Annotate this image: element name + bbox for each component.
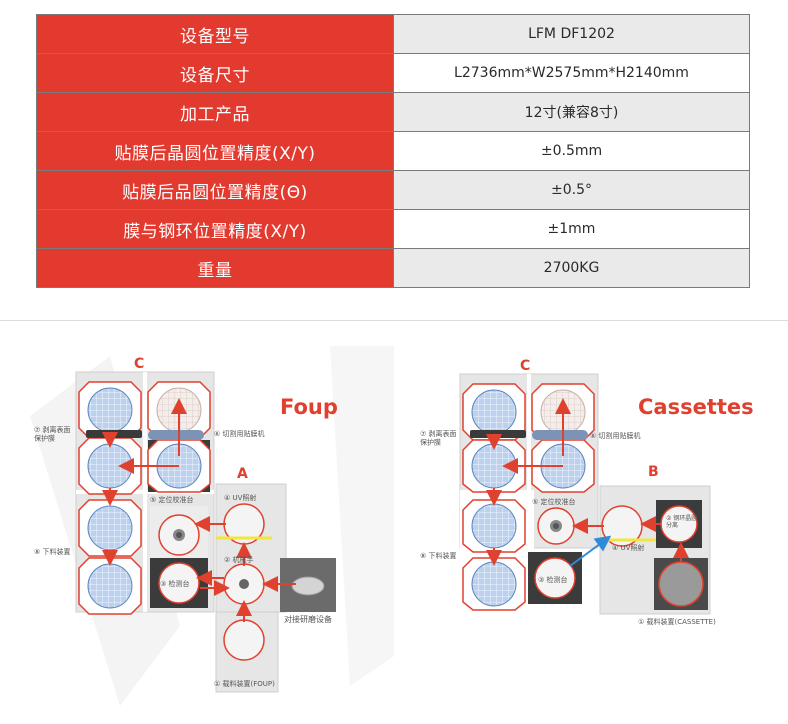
inspect-station	[528, 552, 582, 604]
load-station	[223, 619, 265, 661]
spec-value: ±0.5mm	[393, 131, 750, 171]
wafer-slot-peel-top	[462, 383, 526, 441]
align-station	[537, 507, 575, 545]
spec-value: ±1mm	[393, 209, 750, 249]
label-inspect: ③ 检测台	[538, 575, 568, 584]
diagram-title: Cassettes	[638, 395, 754, 419]
spec-row-ring-accuracy: 膜与钢环位置精度(X/Y) ±1mm	[36, 209, 750, 249]
spec-label: 贴膜后品圆位置精度(Θ)	[36, 170, 394, 210]
spec-row-model: 设备型号 LFM DF1202	[36, 14, 750, 54]
wafer-slot-peel-bottom	[462, 439, 526, 493]
wafer-slot-peel-top	[78, 381, 142, 439]
label-wafer-sep: ② 钢环晶圆分离	[666, 514, 697, 529]
label-load: ① 载料装置(CASSETTE)	[638, 617, 716, 626]
spec-value: ±0.5°	[393, 170, 750, 210]
spec-label: 膜与钢环位置精度(X/Y)	[36, 209, 394, 249]
zone-c-label: C	[134, 356, 144, 372]
spec-label: 加工产品	[36, 92, 394, 132]
spec-table: 设备型号 LFM DF1202 设备尺寸 L2736mm*W2575mm*H21…	[36, 14, 750, 288]
flow-arrow-blue	[569, 535, 612, 567]
label-peel: ⑦ 剥离表面保护膜	[420, 429, 457, 446]
label-unload: ⑧ 下料装置	[34, 547, 71, 556]
spec-value: LFM DF1202	[393, 14, 750, 54]
spec-value: 2700KG	[393, 248, 750, 288]
cassette-load-station	[654, 558, 708, 610]
label-cut: ⑥ 切割用贴膜机	[214, 429, 265, 438]
zone-b-label: B	[648, 464, 659, 480]
spec-row-theta-accuracy: 贴膜后品圆位置精度(Θ) ±0.5°	[36, 170, 750, 210]
section-divider	[0, 320, 788, 321]
label-inspect: ③ 检测台	[160, 579, 190, 588]
wafer-slot-unload-bottom	[78, 557, 142, 615]
label-robot: ② 机械手	[224, 555, 254, 564]
wafer-slot-unload-top	[462, 499, 526, 553]
label-uv: ④ UV照射	[612, 543, 644, 552]
label-align: ⑤ 定位校准台	[532, 497, 576, 506]
foup-process-diagram: Foup C A	[0, 326, 394, 716]
zone-a-label: A	[237, 466, 248, 482]
spec-row-xy-accuracy: 贴膜后晶圆位置精度(X/Y) ±0.5mm	[36, 131, 750, 171]
align-station	[150, 506, 208, 564]
spec-value: L2736mm*W2575mm*H2140mm	[393, 53, 750, 93]
spec-label: 设备型号	[36, 14, 394, 54]
label-align: ⑤ 定位校准台	[150, 495, 194, 504]
spec-row-product: 加工产品 12寸(兼容8寸)	[36, 92, 750, 132]
film-roller	[532, 430, 588, 440]
film-roller	[148, 430, 204, 440]
spec-row-weight: 重量 2700KG	[36, 248, 750, 288]
label-load: ① 载料装置(FOUP)	[214, 679, 275, 688]
robot-arm	[223, 563, 265, 605]
wafer-slot-unload-top	[78, 499, 142, 557]
label-cut: ⑥ 切割用贴膜机	[590, 431, 641, 440]
label-peel: ⑦ 剥离表面保护膜	[34, 425, 71, 442]
spec-label: 贴膜后晶圆位置精度(X/Y)	[36, 131, 394, 171]
label-uv: ④ UV照射	[224, 493, 256, 502]
zone-c-label: C	[520, 358, 530, 374]
diagram-title: Foup	[280, 395, 338, 419]
label-unload: ⑧ 下料装置	[420, 551, 457, 560]
wafer-slot-peel-bottom	[78, 437, 142, 495]
wafer-slot-unload-bottom	[462, 557, 526, 611]
spec-value: 12寸(兼容8寸)	[393, 92, 750, 132]
watermark-shape	[330, 346, 394, 686]
wafer-separation-station	[656, 500, 702, 548]
spec-label: 设备尺寸	[36, 53, 394, 93]
cassette-process-diagram: Cassettes C B	[394, 326, 788, 716]
spec-label: 重量	[36, 248, 394, 288]
spec-row-size: 设备尺寸 L2736mm*W2575mm*H2140mm	[36, 53, 750, 93]
label-grinder: 对接研磨设备	[284, 614, 332, 624]
